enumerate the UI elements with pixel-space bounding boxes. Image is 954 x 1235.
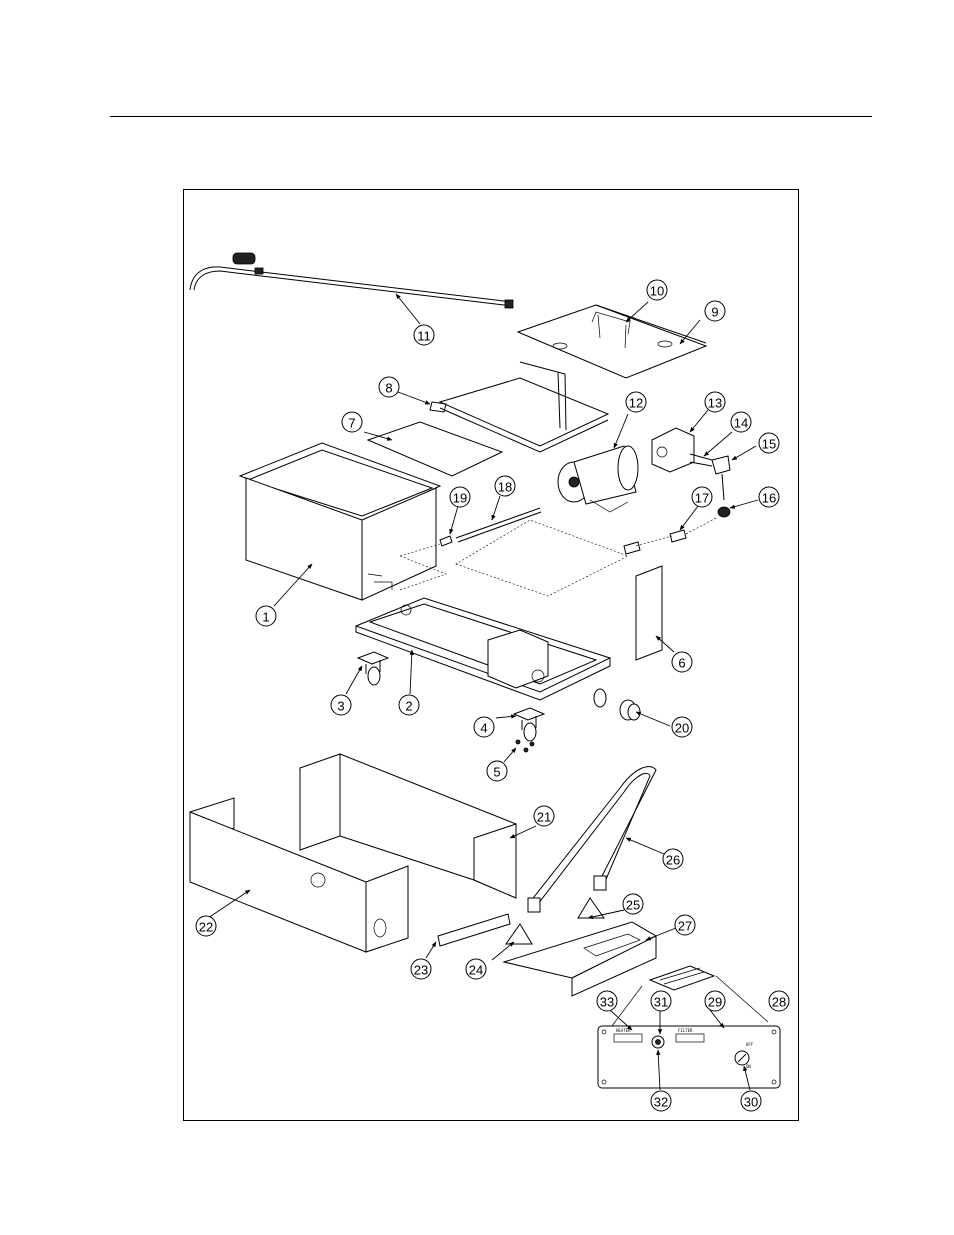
part-front-cabinet bbox=[189, 797, 409, 953]
svg-text:24: 24 bbox=[469, 963, 483, 978]
svg-text:30: 30 bbox=[744, 1095, 758, 1110]
svg-text:10: 10 bbox=[650, 284, 664, 299]
svg-text:27: 27 bbox=[678, 919, 692, 934]
callout-21: 21 bbox=[533, 805, 555, 827]
part-handle bbox=[527, 766, 657, 913]
callout-22: 22 bbox=[195, 915, 217, 937]
svg-text:18: 18 bbox=[498, 480, 512, 495]
svg-text:6: 6 bbox=[678, 656, 685, 671]
callout-25: 25 bbox=[622, 893, 644, 915]
part-drawer bbox=[502, 921, 658, 997]
svg-text:5: 5 bbox=[493, 765, 500, 780]
callout-33: 33 bbox=[596, 990, 618, 1012]
part-caster-left bbox=[356, 651, 390, 686]
svg-text:14: 14 bbox=[734, 416, 748, 431]
callout-7: 7 bbox=[341, 411, 363, 433]
svg-text:29: 29 bbox=[708, 995, 722, 1010]
callout-6: 6 bbox=[671, 651, 693, 673]
callout-2: 2 bbox=[398, 694, 420, 716]
part-brackets bbox=[437, 897, 605, 947]
callout-11: 11 bbox=[413, 324, 435, 346]
callout-4: 4 bbox=[473, 716, 495, 738]
callout-27: 27 bbox=[674, 914, 696, 936]
callout-5: 5 bbox=[486, 760, 508, 782]
part-bushing bbox=[619, 699, 641, 721]
callout-24: 24 bbox=[465, 958, 487, 980]
svg-text:28: 28 bbox=[772, 995, 786, 1010]
part-caster-right bbox=[512, 688, 607, 742]
part-side-plate bbox=[635, 565, 663, 661]
header-rule bbox=[110, 116, 872, 117]
control-panel bbox=[597, 1025, 781, 1089]
svg-text:9: 9 bbox=[711, 305, 718, 320]
callout-28: 28 bbox=[768, 990, 790, 1012]
callout-12: 12 bbox=[625, 391, 647, 413]
svg-text:20: 20 bbox=[675, 721, 689, 736]
callout-19: 19 bbox=[449, 486, 471, 508]
part-filter-paper bbox=[366, 421, 504, 477]
callout-1: 1 bbox=[255, 605, 277, 627]
callout-13: 13 bbox=[704, 391, 726, 413]
callout-17: 17 bbox=[691, 486, 713, 508]
callout-8: 8 bbox=[378, 376, 400, 398]
part-motor bbox=[557, 445, 639, 513]
panel-off-label: OFF bbox=[746, 1042, 754, 1047]
svg-text:32: 32 bbox=[654, 1095, 668, 1110]
callout-30: 30 bbox=[740, 1090, 762, 1112]
svg-text:3: 3 bbox=[337, 699, 344, 714]
part-chassis bbox=[354, 597, 612, 701]
leader-lines bbox=[207, 293, 759, 1091]
svg-text:16: 16 bbox=[762, 491, 776, 506]
callout-18: 18 bbox=[494, 475, 516, 497]
svg-text:7: 7 bbox=[348, 416, 355, 431]
svg-text:15: 15 bbox=[762, 437, 776, 452]
svg-text:17: 17 bbox=[695, 491, 709, 506]
svg-text:11: 11 bbox=[417, 329, 431, 344]
part-pump-fittings bbox=[623, 427, 731, 555]
callout-3: 3 bbox=[330, 694, 352, 716]
callout-16: 16 bbox=[758, 486, 780, 508]
svg-text:2: 2 bbox=[405, 699, 412, 714]
part-lid bbox=[516, 304, 708, 379]
svg-text:33: 33 bbox=[600, 995, 614, 1010]
part-tubes bbox=[399, 507, 629, 597]
panel-heater-label: HEATER bbox=[616, 1028, 631, 1033]
svg-text:23: 23 bbox=[414, 963, 428, 978]
panel-on-label: ON bbox=[746, 1064, 751, 1069]
svg-text:12: 12 bbox=[629, 396, 643, 411]
part-filter-pan bbox=[238, 442, 442, 601]
callout-20: 20 bbox=[671, 716, 693, 738]
part-hardware bbox=[515, 739, 535, 753]
callout-29: 29 bbox=[704, 990, 726, 1012]
callout-10: 10 bbox=[646, 279, 668, 301]
part-rear-cabinet bbox=[299, 753, 517, 899]
svg-text:31: 31 bbox=[654, 995, 668, 1010]
svg-text:13: 13 bbox=[708, 396, 722, 411]
callout-15: 15 bbox=[758, 432, 780, 454]
svg-text:1: 1 bbox=[262, 610, 269, 625]
callout-31: 31 bbox=[650, 990, 672, 1012]
svg-text:4: 4 bbox=[480, 721, 487, 736]
part-filter-wand bbox=[189, 252, 514, 309]
svg-text:8: 8 bbox=[385, 381, 392, 396]
svg-text:19: 19 bbox=[453, 491, 467, 506]
svg-text:26: 26 bbox=[666, 853, 680, 868]
callout-14: 14 bbox=[730, 411, 752, 433]
part-screen-frame bbox=[429, 361, 610, 453]
svg-text:21: 21 bbox=[537, 810, 551, 825]
callout-32: 32 bbox=[650, 1090, 672, 1112]
svg-text:25: 25 bbox=[626, 898, 640, 913]
callout-9: 9 bbox=[704, 300, 726, 322]
part-control-box bbox=[611, 965, 769, 1027]
svg-text:22: 22 bbox=[199, 920, 213, 935]
panel-filter-label: FILTER bbox=[678, 1028, 693, 1033]
callout-23: 23 bbox=[410, 958, 432, 980]
callout-26: 26 bbox=[662, 848, 684, 870]
diagram-frame bbox=[183, 189, 799, 1121]
